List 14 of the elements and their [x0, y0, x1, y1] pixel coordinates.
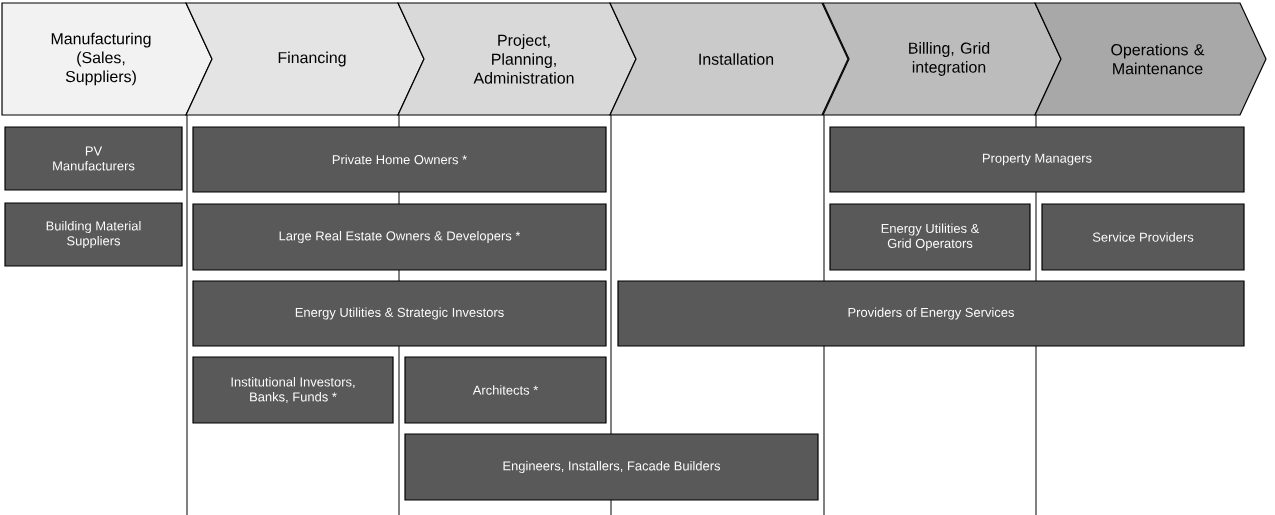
actor-box: Engineers, Installers, Facade Builders	[404, 433, 819, 501]
actor-box: Energy Utilities & Strategic Investors	[192, 280, 607, 347]
actor-box: Large Real Estate Owners & Developers *	[192, 203, 607, 271]
phase-header: Operations & Maintenance	[1034, 2, 1267, 116]
actor-box: Private Home Owners *	[192, 126, 607, 193]
actor-box: Institutional Investors, Banks, Funds *	[192, 356, 394, 424]
actor-box: Building Material Suppliers	[4, 202, 183, 267]
actor-box: Providers of Energy Services	[617, 280, 1245, 347]
actor-box: Architects *	[404, 356, 607, 424]
actor-box: Service Providers	[1041, 203, 1245, 271]
actor-box: PV Manufacturers	[4, 126, 183, 191]
actor-box: Property Managers	[829, 126, 1245, 193]
phase-header: Manufacturing (Sales, Suppliers)	[1, 2, 213, 116]
actor-box: Energy Utilities & Grid Operators	[829, 203, 1031, 271]
